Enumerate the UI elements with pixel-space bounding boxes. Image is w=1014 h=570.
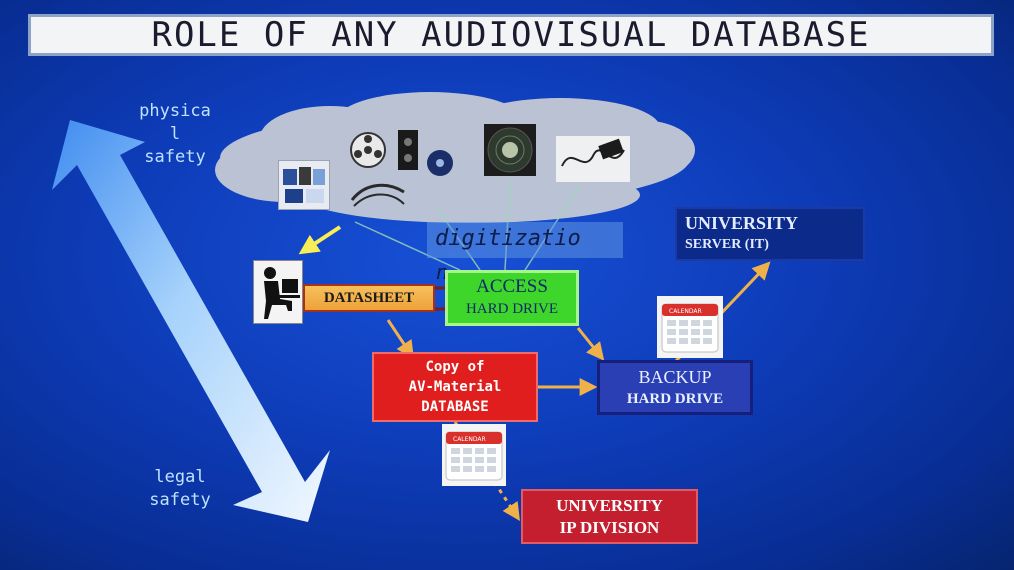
access-hard-drive-box: ACCESS HARD DRIVE: [445, 270, 579, 326]
media-cloud: [215, 92, 695, 223]
safety-double-arrow: [52, 120, 330, 522]
legal-safety-label: legal safety: [140, 466, 220, 512]
copy-database-box: Copy of AV-Material DATABASE: [372, 352, 538, 422]
digitization-label: digitizatio: [427, 222, 623, 258]
copy-db-line3: DATABASE: [421, 399, 489, 415]
datasheet-label: DATASHEET: [323, 289, 415, 306]
datasheet-box: DATASHEET: [303, 284, 435, 312]
physical-safety-line2: l: [169, 124, 181, 144]
physical-safety-line3: safety: [144, 147, 206, 167]
cloud-to-person-arrow: [298, 225, 342, 255]
media-cds-thumbnail: [278, 160, 330, 210]
legal-safety-line1: legal: [154, 467, 206, 487]
ip-title: UNIVERSITY: [556, 495, 663, 515]
copy-db-line1: Copy of: [425, 359, 485, 375]
university-ip-division-box: UNIVERSITY IP DIVISION: [521, 489, 698, 544]
access-title: ACCESS: [476, 276, 548, 297]
backup-hard-drive-box: BACKUP HARD DRIVE: [597, 360, 753, 415]
title-bar: ROLE OF ANY AUDIOVISUAL DATABASE: [28, 14, 994, 56]
calendar-label-1: CALENDAR: [669, 308, 702, 315]
person-at-computer-icon: [253, 260, 303, 324]
backup-title: BACKUP: [638, 366, 712, 387]
calendar-icon: CALENDAR: [657, 296, 723, 358]
legal-safety-line2: safety: [149, 490, 211, 510]
ip-subtitle: IP DIVISION: [559, 517, 660, 537]
film-strip-icon: [348, 178, 408, 212]
film-reel-icon: [348, 130, 388, 174]
copy-db-line2: AV-Material: [408, 379, 502, 395]
physical-safety-label: physica l safety: [130, 100, 220, 169]
access-subtitle: HARD DRIVE: [465, 301, 559, 317]
calendar-icon-secondary: CALENDAR: [442, 424, 506, 486]
physical-safety-line1: physica: [139, 101, 211, 121]
gramophone-record-thumbnail: [484, 124, 536, 176]
digitization-line1: digitizatio: [435, 226, 581, 251]
university-server-box: UNIVERSITY SERVER (IT): [675, 207, 865, 261]
backup-subtitle: HARD DRIVE: [626, 390, 724, 407]
slide-title: ROLE OF ANY AUDIOVISUAL DATABASE: [151, 15, 871, 55]
cables-tapes-thumbnail: [556, 136, 630, 182]
calendar-label-2: CALENDAR: [453, 436, 486, 443]
server-title: UNIVERSITY: [685, 213, 799, 233]
cassette-tape-icon: [396, 128, 422, 172]
minidisc-icon: [424, 148, 456, 178]
server-subtitle: SERVER (IT): [685, 237, 769, 252]
